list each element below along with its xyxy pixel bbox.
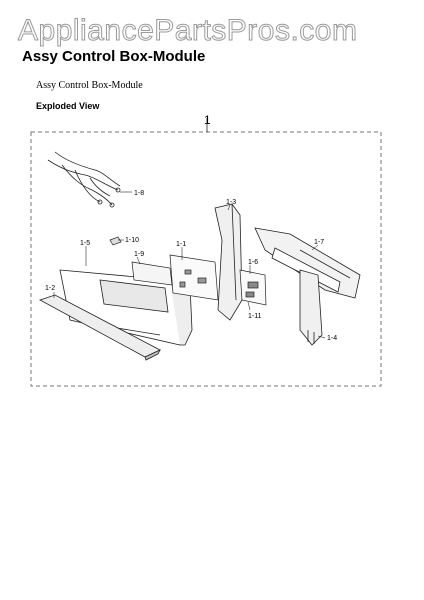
label-part-1-7: 1-7 [314, 239, 324, 246]
page-title: Assy Control Box-Module [22, 48, 206, 65]
part-trim [38, 294, 161, 361]
part-vent-duct [254, 227, 361, 299]
part-bracket [214, 203, 243, 321]
label-part-1-10: 1-10 [125, 237, 139, 244]
part-control-panel [59, 269, 193, 346]
subtitle: Assy Control Box-Module [36, 80, 143, 91]
assembly-frame [30, 131, 382, 387]
part-pcb [169, 254, 219, 301]
label-part-1-9: 1-9 [134, 251, 144, 258]
part-side-bracket [299, 269, 323, 346]
watermark-logo: AppliancePartsPros.com [17, 14, 358, 48]
label-part-1-2: 1-2 [45, 285, 55, 292]
leader-lines [53, 191, 326, 339]
label-part-1-1: 1-1 [176, 241, 186, 248]
part-display-window [131, 261, 173, 286]
assembly-number: 1 [204, 113, 211, 127]
label-part-1-3: 1-3 [226, 199, 236, 206]
part-clip [109, 236, 122, 246]
label-part-1-5: 1-5 [80, 240, 90, 247]
label-part-1-6: 1-6 [248, 259, 258, 266]
part-relay-board [239, 269, 267, 306]
section-label: Exploded View [36, 101, 100, 111]
label-part-1-4: 1-4 [327, 335, 337, 342]
part-wire-harness [47, 151, 121, 208]
label-part-1-11: 1-11 [248, 313, 262, 320]
label-part-1-8: 1-8 [134, 190, 144, 197]
